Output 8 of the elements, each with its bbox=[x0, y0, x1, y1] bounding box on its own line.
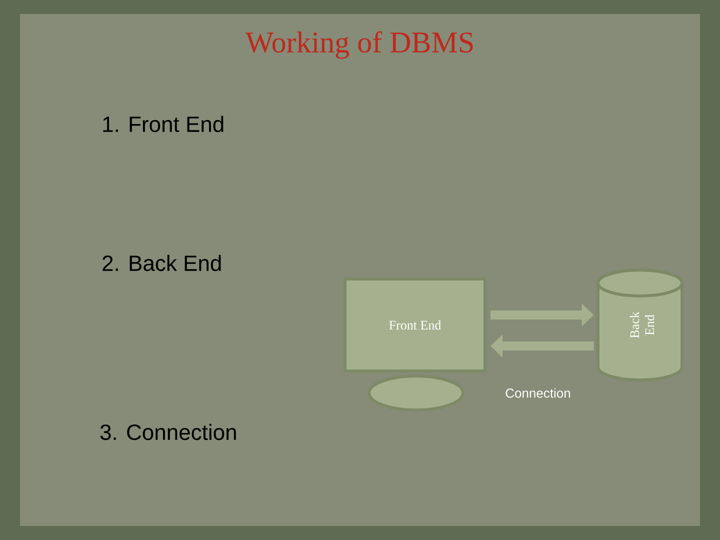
database-cylinder: Back End bbox=[596, 268, 684, 382]
list-item: 3. Connection bbox=[100, 424, 236, 440]
connection-label: Connection bbox=[506, 388, 570, 398]
monitor-box: Front End bbox=[344, 278, 486, 372]
monitor-stand bbox=[368, 374, 464, 412]
list-item: 2. Back End bbox=[102, 254, 221, 272]
list-item: 1. Front End bbox=[103, 116, 224, 132]
title: Working of DBMS bbox=[245, 31, 473, 59]
